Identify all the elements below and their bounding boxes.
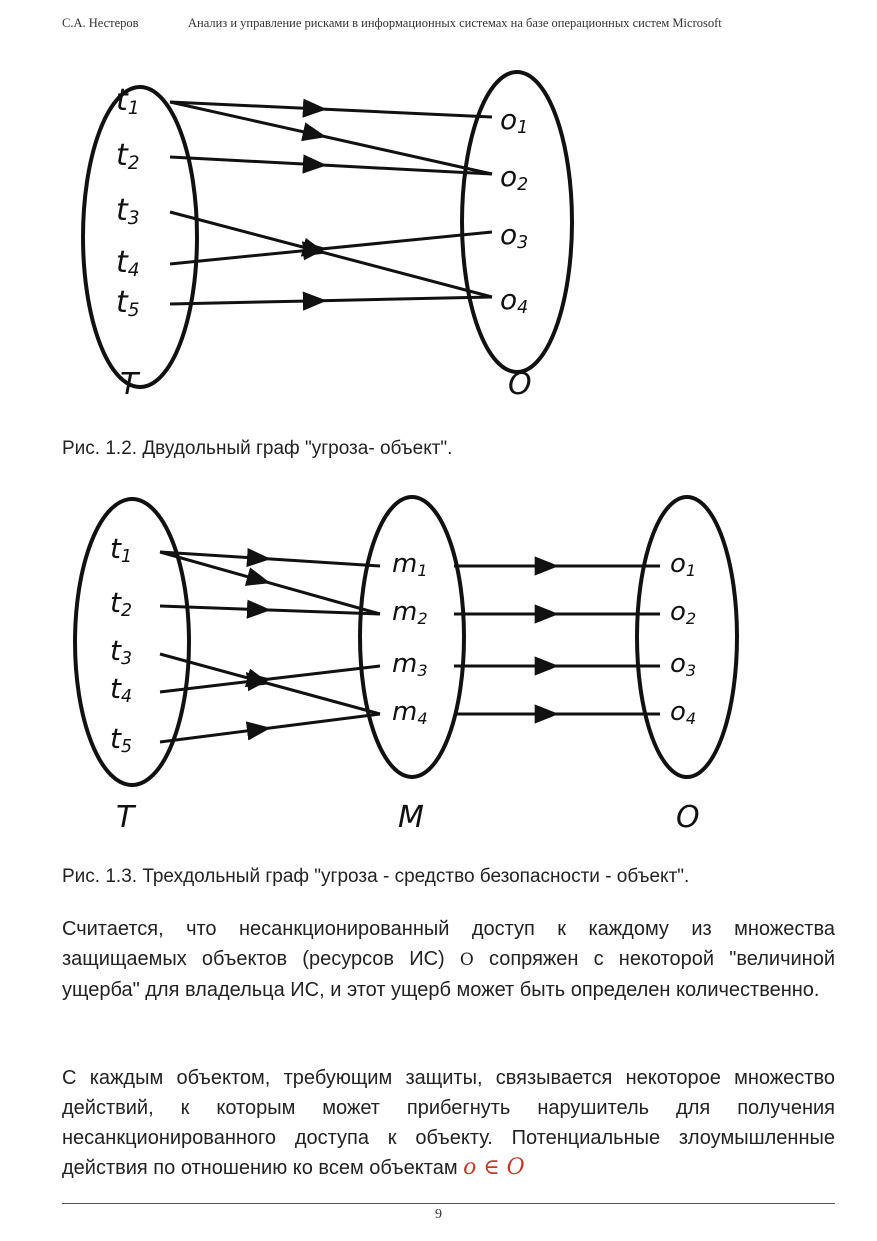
edge-t1-m2 [159, 550, 381, 616]
edge-t3-m4 [159, 652, 381, 716]
threat-node-t4: t4 [116, 245, 140, 281]
figure-1-3-caption: Рис. 1.3. Трехдольный граф "угроза - сре… [62, 866, 690, 887]
paragraph-damage-text-end: сопряжен с некоторой "величиной ущерба" … [62, 948, 835, 1001]
threat-node-t3: t3 [116, 193, 140, 229]
header-author: С.А. Нестеров [62, 16, 139, 30]
paragraph-damage-text-start: Считается, что несанкционированный досту… [62, 918, 835, 970]
means-node-m2: m2 [392, 597, 428, 628]
set-o-ellipse [635, 495, 739, 779]
edge-t1-o1 [169, 98, 493, 119]
paragraph-damage: Считается, что несанкционированный досту… [62, 914, 835, 1005]
edge-t2-o2 [169, 154, 493, 176]
edge-t5-o4 [169, 291, 493, 311]
object-node-o2: o2 [500, 160, 528, 195]
object-node-o3: o3 [500, 218, 528, 253]
set-m-label: M [398, 800, 424, 835]
edge-t4-m3 [159, 664, 381, 694]
threat-node-t1: t1 [110, 532, 132, 567]
threat-node-t2: t2 [110, 586, 132, 621]
set-o-label: O [508, 367, 532, 402]
threat-node-t1: t1 [116, 83, 140, 119]
page-number: 9 [435, 1207, 442, 1222]
object-node-o2: o2 [670, 597, 696, 628]
threat-node-t5: t5 [116, 285, 140, 321]
object-node-o1: o1 [670, 549, 696, 580]
means-node-m3: m3 [392, 649, 428, 680]
set-o-symbol: O [459, 950, 474, 970]
edge-t5-m4 [159, 712, 381, 744]
object-node-o4: o4 [500, 283, 528, 318]
threat-node-t4: t4 [110, 672, 132, 707]
paragraph-actions: С каждым объектом, требующим защиты, свя… [62, 1063, 835, 1183]
running-header: С.А. Нестеров Анализ и управление рискам… [62, 16, 837, 38]
edge-t1-o2 [169, 100, 493, 176]
set-t-label: T [120, 367, 141, 402]
edge-t3-o4 [169, 210, 493, 299]
means-node-m1: m1 [392, 549, 428, 580]
threat-node-t3: t3 [110, 634, 132, 669]
footer-rule [62, 1203, 835, 1204]
paragraph-actions-text: С каждым объектом, требующим защиты, свя… [62, 1067, 835, 1179]
edge-t2-m2 [159, 599, 381, 619]
object-node-o3: o3 [670, 649, 696, 680]
threat-node-t2: t2 [116, 138, 140, 174]
threat-node-t5: t5 [110, 722, 132, 757]
set-t-label: T [116, 800, 137, 835]
edge-t1-m1 [159, 547, 381, 568]
set-t-ellipse [81, 85, 199, 389]
set-o-label: O [676, 800, 700, 835]
means-node-m4: m4 [392, 697, 428, 728]
set-m-ellipse [358, 495, 466, 779]
set-t-ellipse [73, 497, 191, 787]
object-node-o4: o4 [670, 697, 696, 728]
formula-o-in-O: o ∈ O [463, 1155, 525, 1180]
edge-t4-o3 [169, 230, 493, 266]
set-o-ellipse [460, 70, 574, 374]
header-title: Анализ и управление рисками в информацио… [188, 16, 722, 30]
object-node-o1: o1 [500, 103, 528, 138]
figure-1-2-caption: Рис. 1.2. Двудольный граф "угроза- объек… [62, 438, 453, 459]
bipartite-graph-figure: t1 t2 t3 t4 t5 o1 o2 o3 o4 T O [81, 70, 574, 402]
